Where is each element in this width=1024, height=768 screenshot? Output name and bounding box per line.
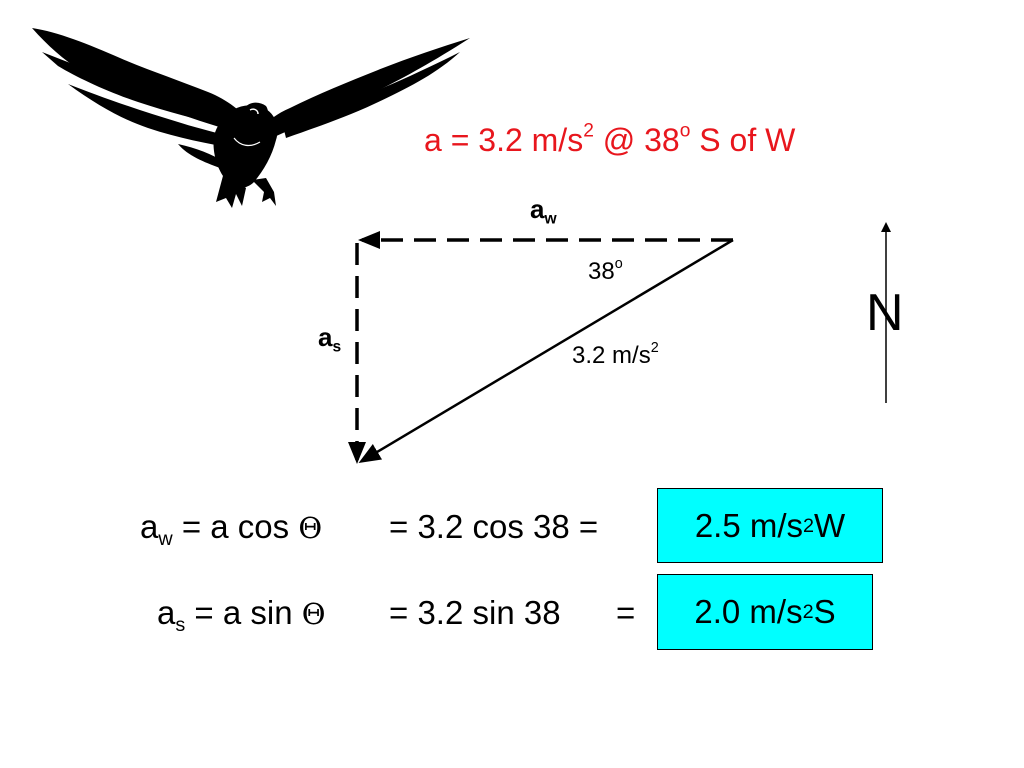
label-south-component: as (318, 322, 342, 356)
equation-south-substitution: = 3.2 sin 38 (389, 594, 561, 631)
label-magnitude: 3.2 m/s2 (572, 340, 659, 369)
label-north: N (866, 284, 904, 342)
theta-symbol: Θ (298, 511, 323, 545)
theta-symbol: Θ (301, 597, 326, 631)
eagle-illustration (32, 28, 470, 208)
label-west-component: aw (530, 194, 557, 228)
headline-acceleration: a = 3.2 m/s2 @ 38o S of W (424, 120, 796, 158)
equation-west-substitution: = 3.2 cos 38 = (389, 508, 599, 545)
equation-south-equals: = (616, 594, 636, 631)
equation-south-lhs: as = a sin Θ (157, 594, 326, 636)
resultant-vector-arrow (358, 238, 734, 464)
equation-west-lhs: aw = a cos Θ (140, 508, 323, 550)
label-angle: 38o (588, 256, 623, 285)
